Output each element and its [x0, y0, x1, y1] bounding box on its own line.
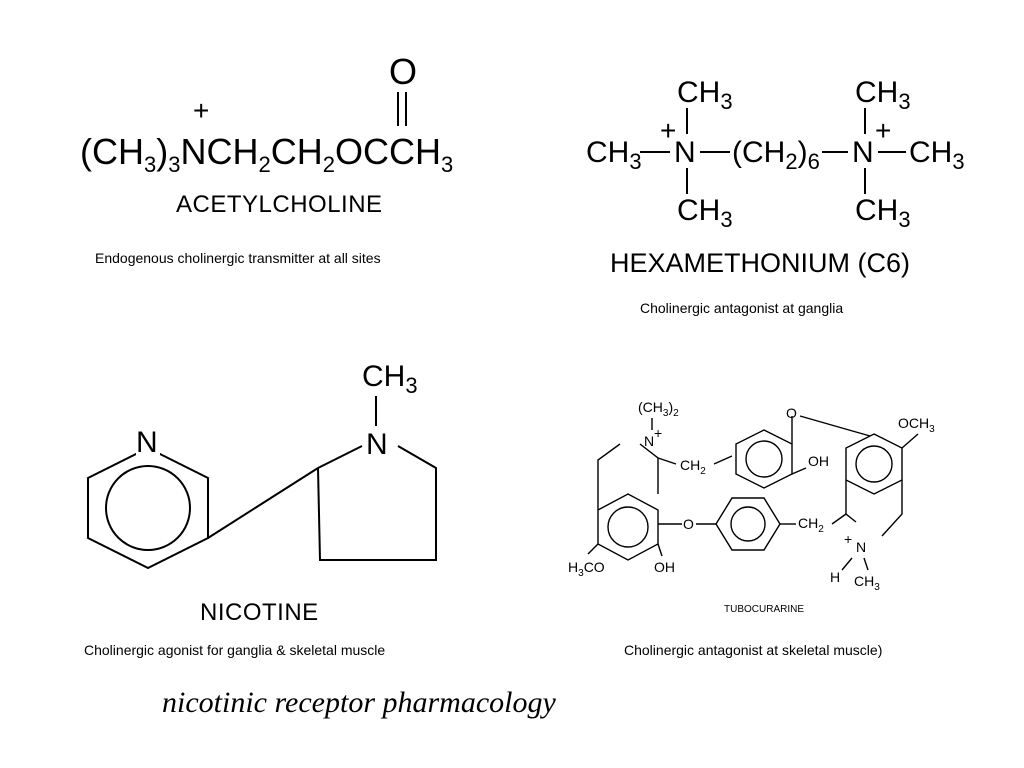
tc-h3co: H3CO: [568, 559, 605, 579]
hex-charge-right: +: [875, 115, 891, 146]
formula-part: CH: [271, 131, 323, 172]
pyridine-nitrogen: N: [136, 426, 158, 459]
pyrrolidine-ring: [317, 445, 363, 469]
acetylcholine-structure: O + (CH3)3NCH2CH2OCCH3 ACETYLCHOLINE: [80, 51, 453, 218]
hexamethonium-caption: Cholinergic antagonist at ganglia: [640, 300, 844, 316]
formula-part: NCH: [180, 131, 258, 172]
formula-sub: 3: [144, 152, 156, 177]
tc-h: H: [830, 569, 840, 585]
tc-bond: [657, 543, 663, 557]
tc-right-piperidine: [881, 480, 903, 537]
tc-bond: [901, 433, 919, 449]
hexamethonium-structure: CH3 CH3 + + CH3 N (CH2)6 N CH3 CH3 CH3 H…: [586, 76, 965, 278]
tc-aromatic-circle: [730, 506, 766, 542]
nicotine-caption: Cholinergic agonist for ganglia & skelet…: [84, 642, 386, 658]
formula-part: ): [156, 131, 168, 172]
hexamethonium-panel: CH3 CH3 + + CH3 N (CH2)6 N CH3 CH3 CH3 H…: [512, 0, 1024, 330]
tubocurarine-caption: Cholinergic antagonist at skeletal muscl…: [624, 642, 883, 658]
tc-ch2-2: CH2: [798, 515, 824, 535]
tc-ether-o-mid: O: [683, 516, 694, 532]
nicotine-structure: N N CH3 NICOTINE: [87, 360, 437, 626]
acetylcholine-name: ACETYLCHOLINE: [176, 191, 383, 218]
tc-aromatic-circle: [745, 440, 783, 478]
tc-aromatic-circle: [607, 506, 649, 548]
acetylcholine-caption: Endogenous cholinergic transmitter at al…: [95, 250, 381, 266]
hex-top-methyl-left: CH3: [677, 76, 733, 114]
hex-methyl-right: CH3: [909, 136, 965, 174]
tc-top-phenol: [735, 429, 793, 489]
pyrrolidine-nitrogen: N: [366, 428, 388, 461]
tc-ch3-bottom: CH3: [854, 573, 880, 593]
tc-charge-2: +: [844, 531, 852, 547]
tc-left-benzene: [597, 493, 659, 561]
tc-dimethyl: (CH3)2: [638, 399, 679, 419]
acetylcholine-panel: O + (CH3)3NCH2CH2OCCH3 ACETYLCHOLINE End…: [0, 0, 512, 300]
tubocurarine-panel: (CH3)2 N + CH2 OH O OCH3 O: [540, 390, 1024, 670]
hex-top-methyl-right: CH3: [855, 76, 911, 114]
pyridine-aromatic-circle: [105, 465, 191, 551]
formula-sub: 2: [323, 152, 335, 177]
nicotine-methyl: CH3: [362, 360, 418, 398]
tc-bond: [799, 415, 871, 437]
hex-bottom-methyl-left: CH3: [677, 194, 733, 232]
hex-nitrogen-left: N: [674, 136, 696, 169]
tubocurarine-name: TUBOCURARINE: [724, 604, 804, 615]
hex-methyl-left: CH3: [586, 136, 642, 174]
tc-right-piperidine: [845, 480, 857, 523]
tc-bond: [831, 513, 847, 525]
nicotine-name: NICOTINE: [200, 599, 319, 626]
hexamethonium-name: HEXAMETHONIUM (C6): [610, 248, 910, 278]
hex-nitrogen-right: N: [852, 136, 874, 169]
formula-sub: 3: [168, 152, 180, 177]
carbonyl-oxygen: O: [389, 51, 417, 92]
tc-charge-1: +: [654, 425, 662, 441]
tc-n-plus-2: N: [856, 539, 866, 555]
tc-bond: [713, 455, 733, 465]
nicotine-bond: [207, 467, 319, 539]
tc-och3-top: OCH3: [898, 415, 935, 435]
tc-oh-1: OH: [808, 453, 829, 469]
tc-middle-benzene: [715, 497, 781, 551]
tc-bond: [791, 467, 807, 475]
slide-title: nicotinic receptor pharmacology: [162, 686, 556, 719]
tc-n-plus-1: N: [644, 433, 654, 449]
tc-left-piperidine: [639, 443, 659, 494]
formula-part: OCCH: [335, 131, 441, 172]
hex-bottom-methyl-right: CH3: [855, 194, 911, 232]
nicotine-panel: N N CH3 NICOTINE Cholinergic agonist for…: [0, 340, 512, 670]
tc-right-benzene: [845, 433, 903, 495]
tubocurarine-structure: (CH3)2 N + CH2 OH O OCH3 O: [568, 399, 935, 615]
tc-bond: [841, 557, 853, 571]
formula-part: (CH: [80, 131, 144, 172]
tc-left-piperidine: [597, 443, 621, 510]
hex-charge-left: +: [660, 115, 676, 146]
hex-chain: (CH2)6: [732, 136, 820, 174]
tc-bond: [587, 543, 599, 555]
quaternary-charge: +: [193, 95, 209, 126]
formula-sub: 3: [441, 152, 453, 177]
tc-oh-2: OH: [654, 559, 675, 575]
tc-aromatic-circle: [855, 445, 893, 483]
formula-sub: 2: [258, 152, 270, 177]
tc-ether-o-top: O: [786, 405, 797, 421]
acetylcholine-formula: (CH3)3NCH2CH2OCCH3: [80, 131, 453, 177]
tc-bond: [657, 457, 677, 465]
tc-bond: [863, 557, 869, 571]
tc-ch2-1: CH2: [680, 457, 706, 477]
pyrrolidine-ring: [317, 445, 437, 561]
pyridine-ring: [87, 446, 209, 570]
